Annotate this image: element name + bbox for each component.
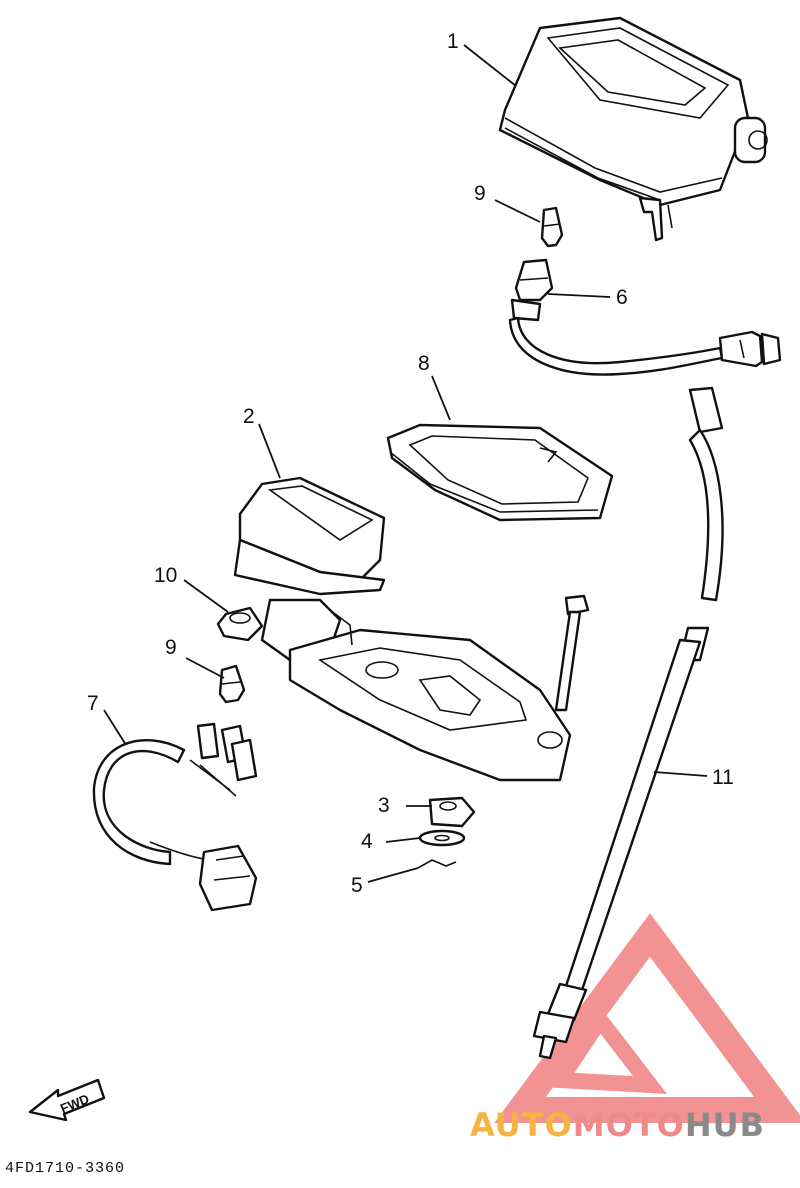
callout-1: 1 [447,30,459,53]
callout-9-upper: 9 [474,182,486,205]
callout-7: 7 [87,692,99,715]
part-6-socket-harness [508,258,782,376]
part-2-meter-assembly [233,476,572,782]
watermark-part-auto: AUTO [470,1106,573,1144]
callout-8: 8 [418,352,430,375]
diagram-code: 4FD1710-3360 [5,1160,125,1177]
part-9-bulb-lower [218,664,246,704]
watermark-part-moto: MOTO [573,1106,685,1144]
callout-2: 2 [243,405,255,428]
callout-9-lower: 9 [165,636,177,659]
callout-11: 11 [712,766,734,789]
leader-lines [103,44,708,883]
callout-6: 6 [616,286,628,309]
callout-4: 4 [361,830,373,853]
part-10-grommet [216,606,264,642]
fwd-arrow: FWD [28,1078,106,1122]
callouts: 1 2 3 4 5 6 7 8 9 9 10 11 [87,30,734,897]
svg-text:AUTOMOTOHUB: AUTOMOTOHUB [470,1106,765,1144]
callout-5: 5 [351,874,363,897]
part-5-clip [417,859,457,869]
part-4-washer [418,829,466,847]
part-7-harness [92,722,258,912]
part-1-speedometer [498,16,768,242]
part-9-bulb-upper [540,206,564,248]
watermark-part-hub: HUB [685,1106,765,1144]
watermark-text: AUTOMOTOHUB [470,1106,765,1144]
watermark-logo [494,913,800,1123]
callout-3: 3 [378,794,390,817]
callout-10: 10 [154,564,177,587]
part-3-grommet [428,796,476,828]
bolt [554,594,590,712]
part-11-cable [532,386,724,1060]
part-8-gasket [386,423,614,522]
